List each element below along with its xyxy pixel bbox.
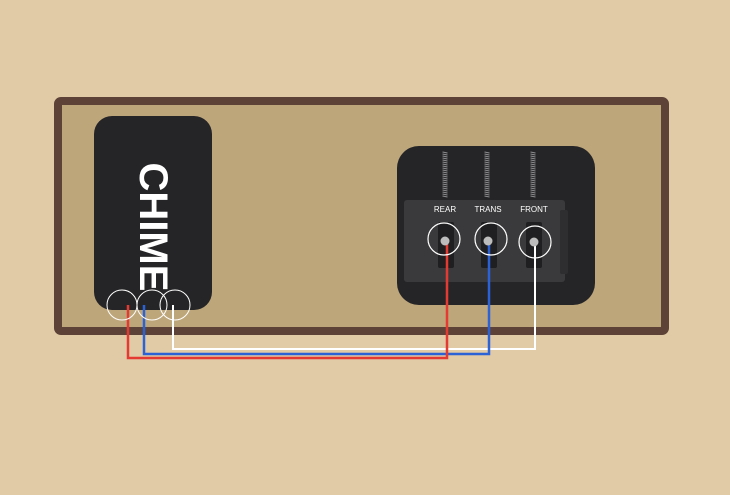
terminal-strip-edge [560,210,568,274]
wire-front [172,242,536,350]
terminal-ring-rear [427,222,461,256]
terminal-label-rear: REAR [434,205,456,214]
terminal-screw-trans [483,236,493,246]
terminal-screw-rear [440,236,450,246]
terminal-block: REAR TRANS FRONT [397,146,595,305]
chime-label: CHIME [131,163,175,292]
spring-rear [442,151,448,198]
chime-terminal-ring-front [159,289,191,321]
terminal-label-trans: TRANS [474,205,501,214]
terminal-label-front: FRONT [520,205,548,214]
spring-front [530,151,536,198]
chime-unit: CHIME [94,116,212,310]
terminal-ring-trans [474,222,508,256]
chime-terminal-ring-trans [136,289,168,321]
wire-trans [142,242,491,356]
wire-rear [126,242,449,360]
chime-body [94,116,212,310]
spring-trans [484,151,490,198]
terminal-ring-front [518,225,552,259]
terminal-screw-front [529,237,539,247]
